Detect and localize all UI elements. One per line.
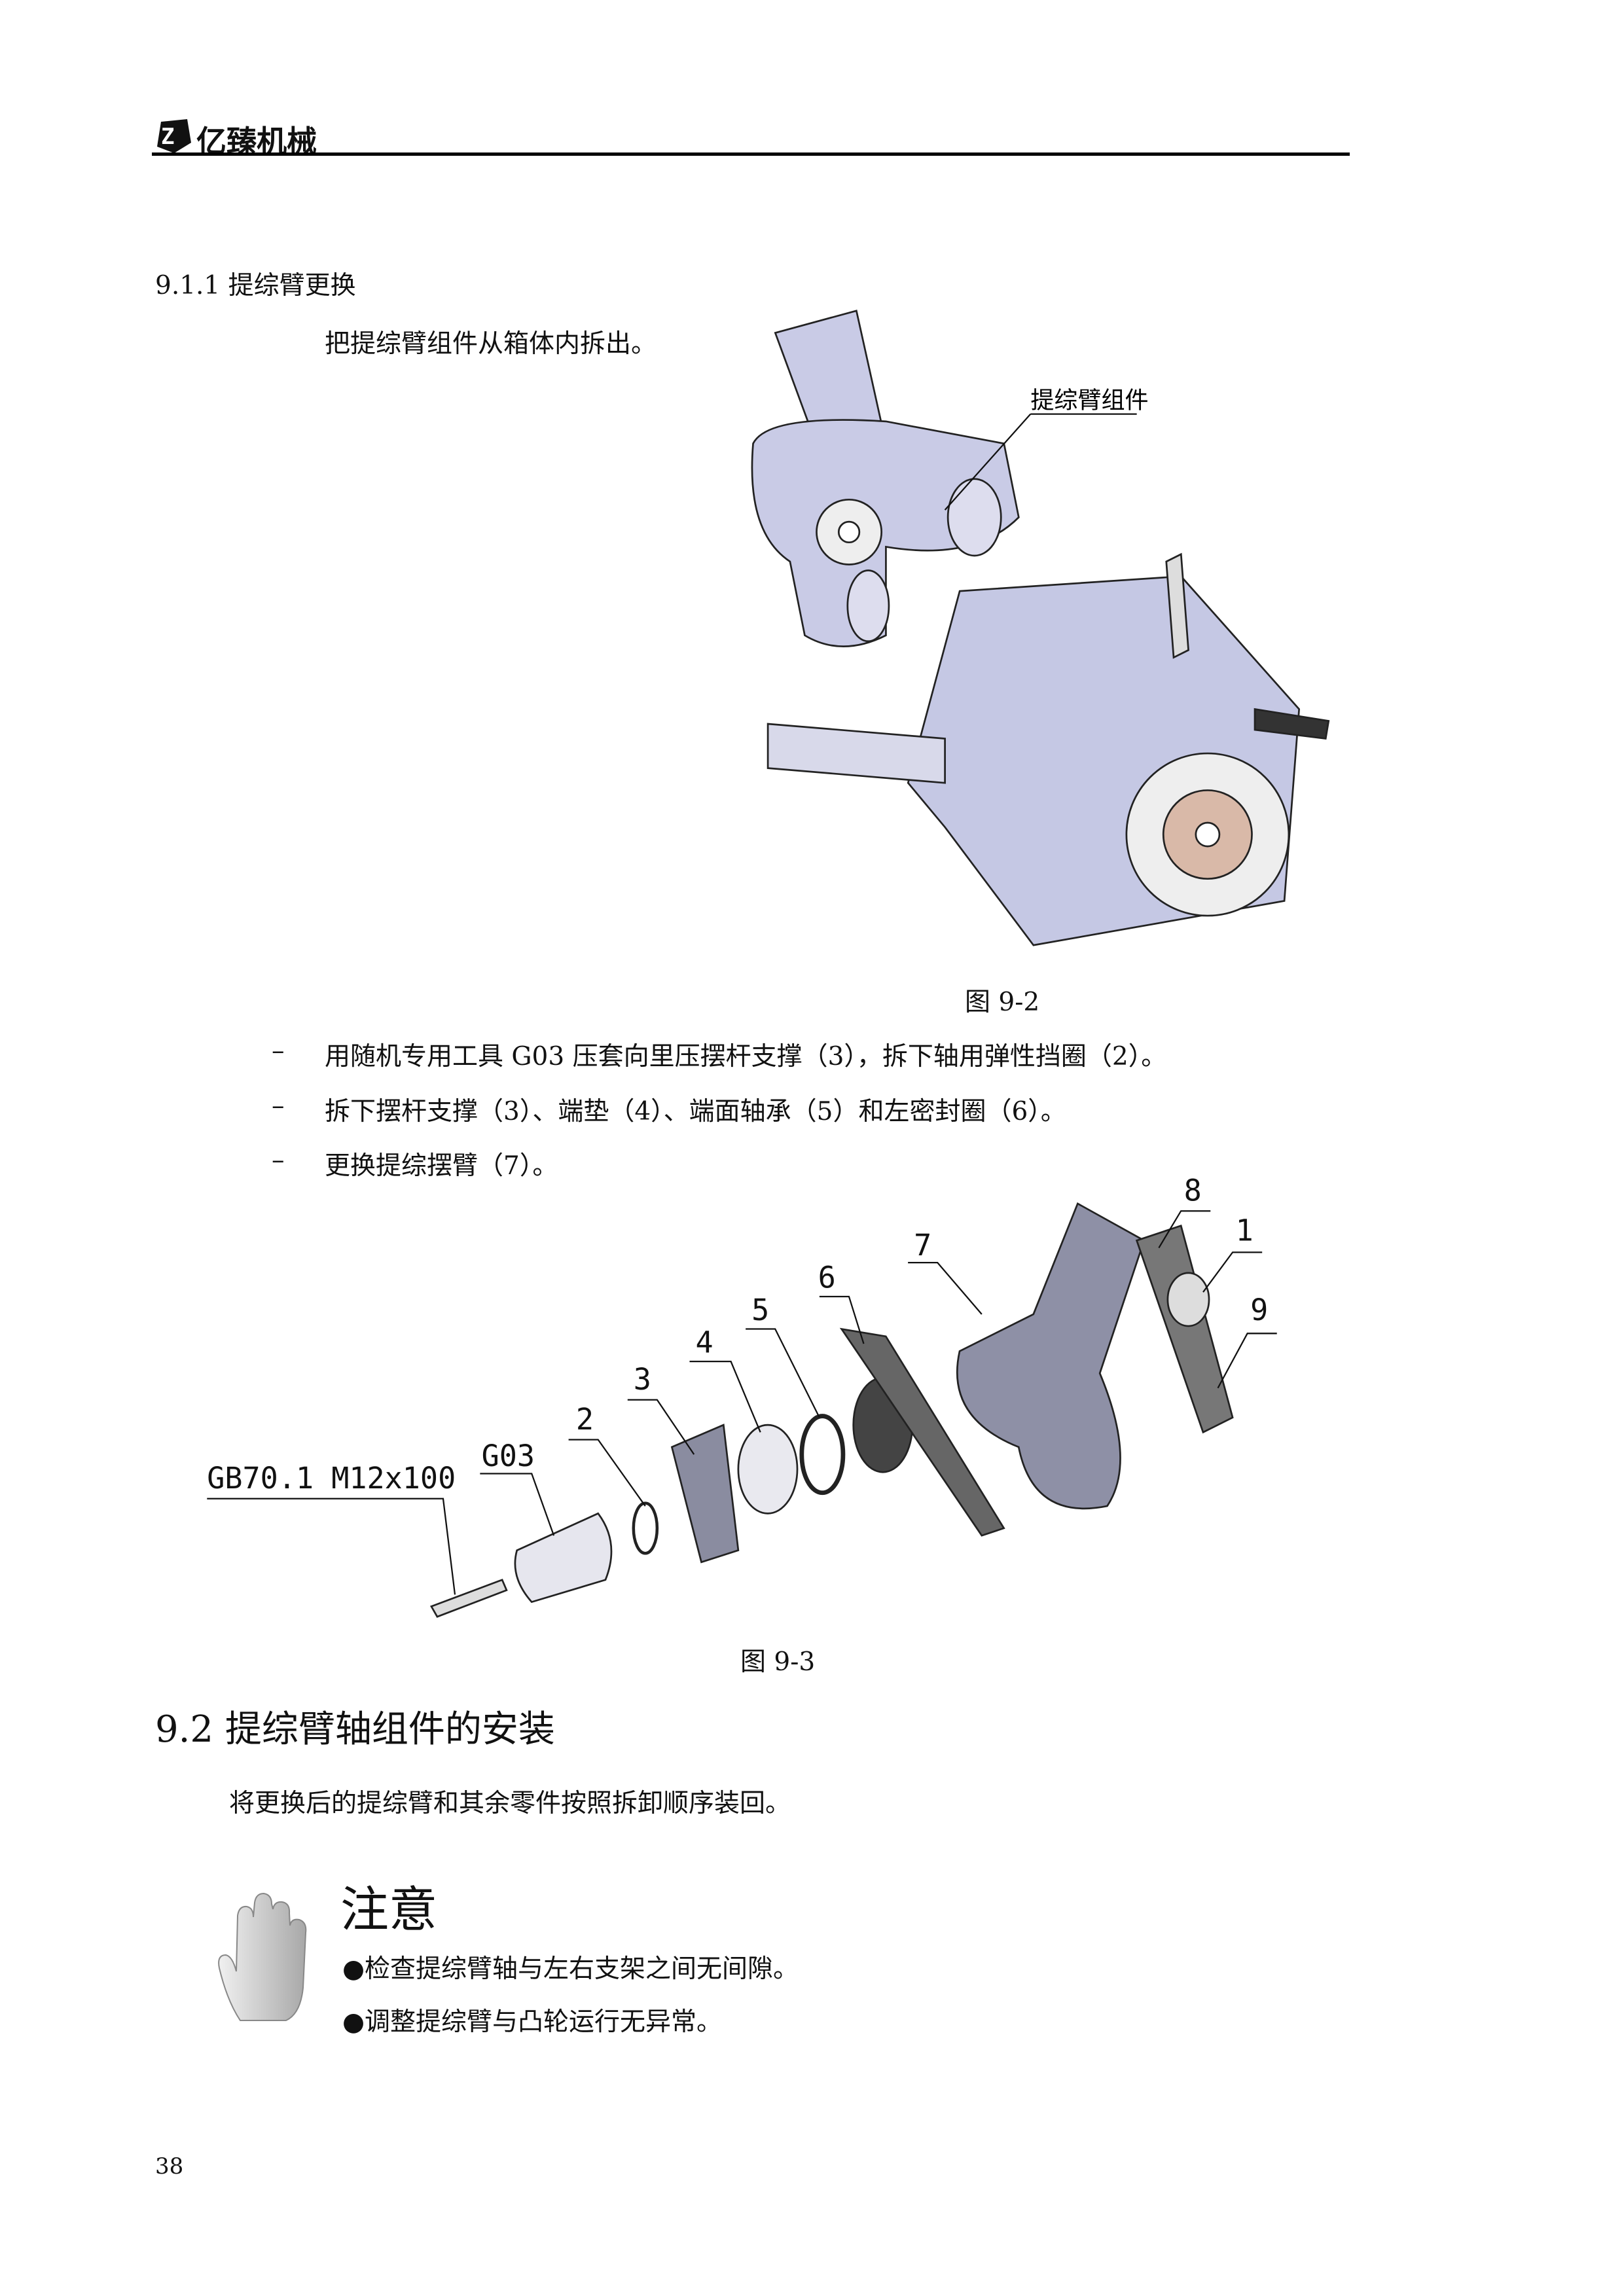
header-rule xyxy=(152,152,1350,156)
notice-title: 注意 xyxy=(340,1882,437,1938)
bolt-part xyxy=(429,1579,508,1618)
notice-item: ●调整提综臂与凸轮运行无异常。 xyxy=(342,2007,723,2037)
end-washer-part xyxy=(737,1424,799,1515)
step-dash: – xyxy=(272,1036,285,1066)
roller-part-1 xyxy=(1166,1272,1210,1327)
label-8: 8 xyxy=(1184,1173,1202,1208)
step-item: 更换提综摆臂（7）。 xyxy=(325,1151,558,1181)
section-9-2-body: 将更换后的提综臂和其余零件按照拆卸顺序装回。 xyxy=(229,1789,791,1818)
step-item: 用随机专用工具 G03 压套向里压摆杆支撑（3），拆下轴用弹性挡圈（2）。 xyxy=(325,1042,1167,1071)
label-6: 6 xyxy=(818,1260,836,1295)
figure-9-2-illustration: 提综臂组件 xyxy=(751,310,1330,946)
figure-9-2-caption: 图 9-2 xyxy=(965,988,1040,1017)
page-number: 38 xyxy=(155,2153,184,2179)
bracket-part-8 xyxy=(1135,1225,1234,1434)
callout-leader xyxy=(944,413,1032,511)
figure-9-3-caption: 图 9-3 xyxy=(740,1647,816,1677)
section-heading-9-1-1: 9.1.1 提综臂更换 xyxy=(155,271,356,300)
swing-arm-part-7 xyxy=(956,1202,1146,1510)
label-9: 9 xyxy=(1250,1293,1268,1327)
svg-text:Z: Z xyxy=(161,124,174,150)
label-7: 7 xyxy=(914,1228,931,1263)
thrust-bearing-part xyxy=(799,1414,846,1496)
tool-g03-part xyxy=(514,1512,613,1604)
company-logo: Z xyxy=(154,117,192,154)
label-5: 5 xyxy=(751,1293,769,1327)
gearbox-drawing xyxy=(767,552,1330,946)
label-1: 1 xyxy=(1236,1213,1254,1247)
notice-item: ●检查提综臂轴与左右支架之间无间隙。 xyxy=(342,1954,799,1984)
step-dash: – xyxy=(272,1091,285,1121)
label-g03: G03 xyxy=(482,1439,535,1473)
step-dash: – xyxy=(272,1145,285,1175)
intro-text: 把提综臂组件从箱体内拆出。 xyxy=(325,329,657,359)
callout-arm-assembly: 提综臂组件 xyxy=(1030,387,1148,414)
arm-part-6 xyxy=(839,1327,1005,1537)
circlip-part xyxy=(632,1501,659,1555)
figure-9-3-exploded-view: GB70.1 M12x100 G03 2 3 4 5 6 7 8 1 9 xyxy=(207,1173,1277,1618)
section-heading-9-2: 9.2 提综臂轴组件的安装 xyxy=(155,1708,555,1751)
hand-stop-icon xyxy=(214,1890,314,2026)
step-item: 拆下摆杆支撑（3）、端垫（4）、端面轴承（5）和左密封圈（6）。 xyxy=(325,1097,1066,1126)
lever-support-part xyxy=(670,1424,740,1564)
label-2: 2 xyxy=(576,1402,594,1437)
label-3: 3 xyxy=(634,1362,651,1397)
label-bolt: GB70.1 M12x100 xyxy=(207,1461,456,1496)
arm-assembly-drawing xyxy=(751,310,1020,647)
label-4: 4 xyxy=(695,1325,713,1360)
